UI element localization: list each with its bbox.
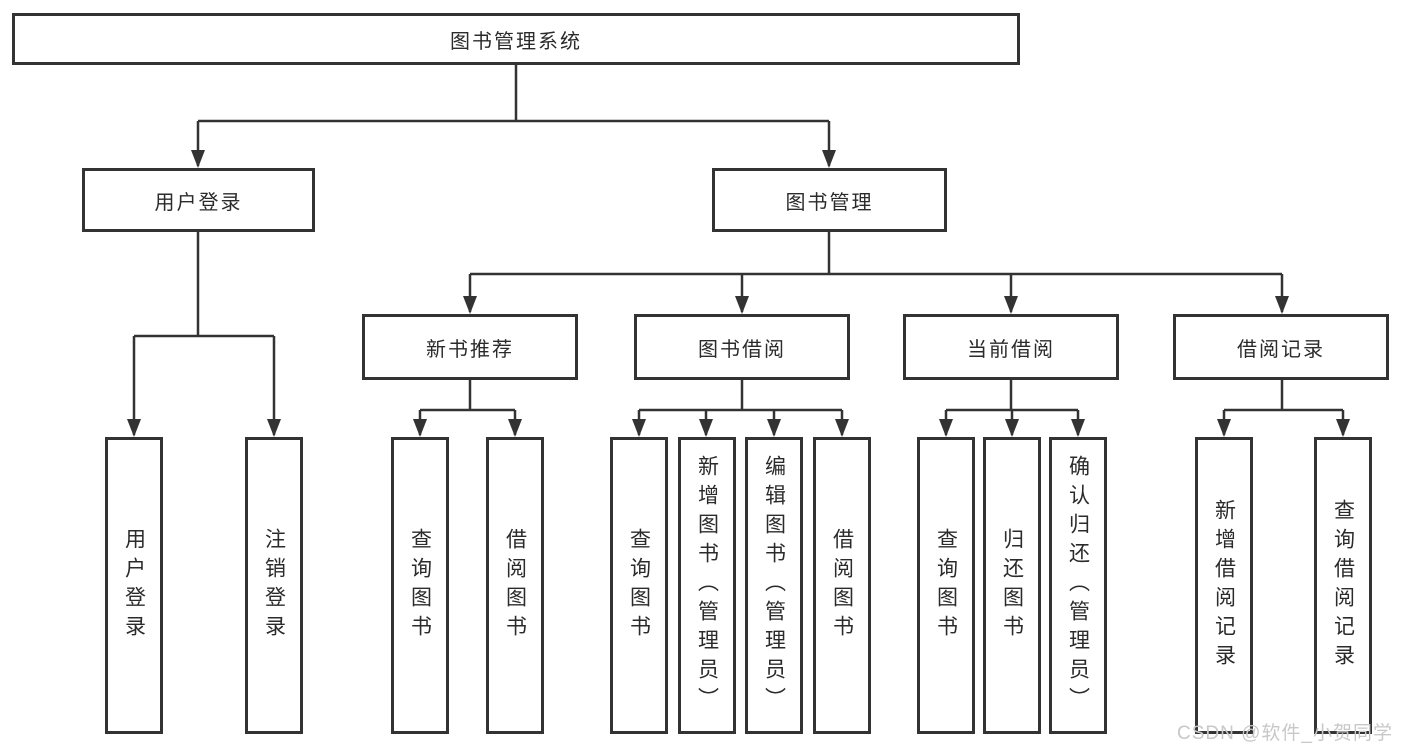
node-current-borrowing: 当前借阅 (903, 314, 1119, 380)
node-book-borrowing: 图书借阅 (634, 314, 850, 380)
leaf-borrowing-edit-books-admin: 编辑图书（管理员） (745, 437, 803, 734)
node-book-management: 图书管理 (712, 168, 947, 232)
leaf-records-add-borrow-record: 新增借阅记录 (1195, 437, 1253, 734)
node-user-login: 用户登录 (82, 168, 315, 232)
leaf-borrowing-query-books: 查询图书 (610, 437, 668, 734)
leaf-records-query-borrow-record: 查询借阅记录 (1314, 437, 1372, 734)
leaf-user-login: 用户登录 (105, 437, 163, 734)
csdn-watermark: CSDN @软件_小贺同学 (1177, 723, 1393, 744)
leaf-current-return-books: 归还图书 (983, 437, 1041, 734)
node-borrowing-records: 借阅记录 (1173, 314, 1389, 380)
leaf-borrowing-add-books-admin: 新增图书（管理员） (678, 437, 736, 734)
node-root: 图书管理系统 (12, 13, 1020, 65)
leaf-logout: 注销登录 (245, 437, 303, 734)
leaf-current-query-books: 查询图书 (917, 437, 975, 734)
leaf-recommend-query-books: 查询图书 (391, 437, 449, 734)
leaf-current-confirm-return-admin: 确认归还（管理员） (1049, 437, 1107, 734)
leaf-recommend-borrow-books: 借阅图书 (486, 437, 544, 734)
node-new-book-recommendation: 新书推荐 (362, 314, 578, 380)
leaf-borrowing-borrow-books: 借阅图书 (813, 437, 871, 734)
